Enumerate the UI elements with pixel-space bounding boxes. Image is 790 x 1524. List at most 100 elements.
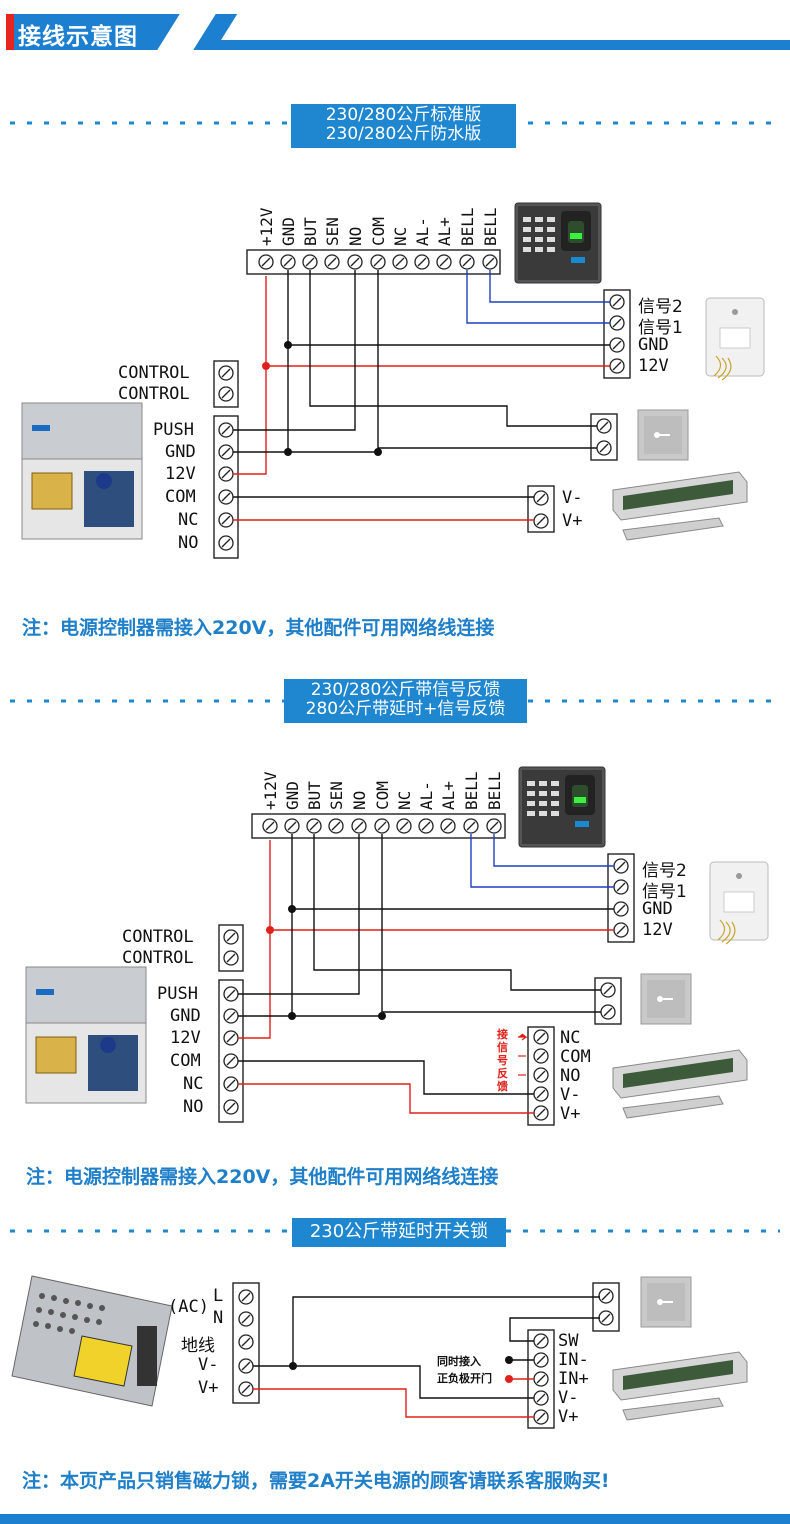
s2-term-label: GND — [283, 781, 302, 810]
s2-control-label: CONTROL — [122, 927, 194, 947]
s2-section-title: 230/280公斤带信号反馈 280公斤带延时+信号反馈 — [284, 679, 527, 723]
s1-psu-label: PUSH — [153, 420, 194, 440]
s1-title-line2: 230/280公斤防水版 — [325, 124, 482, 144]
s3-lock-label: V+ — [558, 1407, 579, 1427]
s2-psu-label: 12V — [170, 1028, 201, 1048]
s1-psu-label: COM — [165, 487, 196, 507]
s2-title-line2: 280公斤带延时+信号反馈 — [305, 699, 506, 719]
s3-note: 注：本页产品只销售磁力锁，需要2A开关电源的顾客请联系客服购买! — [22, 1470, 610, 1492]
s1-title-line1: 230/280公斤标准版 — [325, 105, 482, 125]
s1-section-title: 230/280公斤标准版 230/280公斤防水版 — [291, 104, 516, 148]
section-dividers — [10, 121, 780, 1233]
s3-psu-label: N — [213, 1308, 224, 1328]
s1-term-label: NC — [391, 226, 410, 246]
s1-term-label: SEN — [323, 217, 342, 246]
s2-reader-strip — [607, 853, 635, 943]
s2-psu-label: COM — [170, 1051, 201, 1071]
s3-psu-label: L — [213, 1286, 224, 1306]
s2-button-strip — [594, 977, 622, 1025]
s3-psu-label: V+ — [198, 1378, 219, 1398]
s1-psu-label: NC — [178, 510, 199, 530]
s1-term-label: BELL — [481, 207, 500, 246]
s2-term-label: NC — [395, 790, 414, 810]
s2-term-label: BELL — [485, 771, 504, 810]
s1-reader-label: 信号1 — [638, 318, 683, 338]
s1-term-label: AL+ — [435, 217, 454, 246]
s2-title-line1: 230/280公斤带信号反馈 — [310, 680, 501, 700]
footer-bar — [0, 1514, 790, 1524]
s1-psu-strip — [213, 415, 239, 559]
s1-control-label: CONTROL — [118, 363, 190, 383]
power-controller-icon — [21, 402, 143, 540]
s2-reader-label: 12V — [642, 920, 673, 940]
s1-button-strip — [590, 413, 618, 461]
s2-control-label: CONTROL — [122, 948, 194, 968]
s2-reader-label: 信号1 — [642, 882, 687, 902]
s2-term-label: NO — [350, 790, 369, 810]
s3-wires — [253, 1296, 600, 1418]
s2-top-terminal-strip — [251, 813, 506, 839]
fingerprint-keypad-icon — [518, 766, 606, 848]
s1-reader-label: 12V — [638, 356, 669, 376]
s1-lock-label: V- — [562, 488, 583, 508]
s2-control-strip — [218, 924, 244, 972]
magnetic-lock-icon — [612, 1049, 748, 1119]
header-bar — [206, 40, 790, 50]
s1-reader-strip — [603, 289, 631, 379]
s1-control-strip — [213, 360, 239, 408]
s3-lock-label: IN+ — [558, 1369, 589, 1389]
magnetic-lock-icon — [612, 1351, 748, 1421]
s1-psu-label: 12V — [165, 464, 196, 484]
s2-psu-label: PUSH — [157, 984, 198, 1004]
s3-ac-label: (AC) — [168, 1297, 209, 1317]
s3-lock-strip — [527, 1329, 555, 1429]
exit-button-icon — [637, 409, 689, 461]
s1-term-label: COM — [369, 217, 388, 246]
s2-lock-label: COM — [560, 1047, 591, 1067]
s1-control-label: CONTROL — [118, 384, 190, 404]
doorbell-icon — [705, 297, 765, 381]
s3-lock-label: V- — [558, 1388, 579, 1408]
s2-lock-label: V- — [560, 1085, 581, 1105]
s2-feedback-note: 接信号反馈 — [497, 1028, 508, 1093]
s1-term-label: NO — [346, 226, 365, 246]
s2-note: 注：电源控制器需接入220V，其他配件可用网络线连接 — [26, 1166, 499, 1188]
s1-wires — [233, 270, 610, 521]
s2-reader-label: 信号2 — [642, 861, 687, 881]
s2-reader-label: GND — [642, 899, 673, 919]
page-title: 接线示意图 — [18, 24, 138, 50]
s2-wires — [238, 834, 614, 1114]
s1-term-label: +12V — [257, 207, 276, 246]
page-header: 接线示意图 — [0, 0, 790, 66]
s2-lock-label: V+ — [560, 1104, 581, 1124]
s1-lock-strip — [527, 485, 555, 533]
s1-term-label: AL- — [413, 217, 432, 246]
s3-lock-label: SW — [558, 1331, 579, 1351]
s2-psu-label: NO — [183, 1097, 204, 1117]
magnetic-lock-icon — [612, 471, 748, 541]
header-red-mark — [6, 14, 14, 50]
s2-term-label: AL+ — [439, 781, 458, 810]
s2-psu-label: NC — [183, 1074, 204, 1094]
s3-lock-label: IN- — [558, 1350, 589, 1370]
s2-term-label: BUT — [305, 781, 324, 810]
exit-button-icon — [640, 973, 692, 1025]
doorbell-icon — [709, 861, 769, 945]
exit-button-icon — [640, 1276, 692, 1328]
s3-psu-label: V- — [198, 1355, 219, 1375]
s2-term-label: COM — [373, 781, 392, 810]
s2-lock-label: NC — [560, 1028, 581, 1048]
s2-lock-strip — [527, 1026, 555, 1126]
fingerprint-keypad-icon — [514, 202, 602, 284]
s1-term-label: GND — [279, 217, 298, 246]
s1-term-label: BELL — [458, 207, 477, 246]
s2-psu-label: GND — [170, 1006, 201, 1026]
s1-psu-label: NO — [178, 533, 199, 553]
s1-reader-label: 信号2 — [638, 297, 683, 317]
s1-term-label: BUT — [301, 217, 320, 246]
s3-psu-label: 地线 — [181, 1336, 215, 1356]
s1-lock-label: V+ — [562, 511, 583, 531]
s3-psu-strip — [232, 1282, 260, 1404]
s2-term-label: SEN — [327, 781, 346, 810]
